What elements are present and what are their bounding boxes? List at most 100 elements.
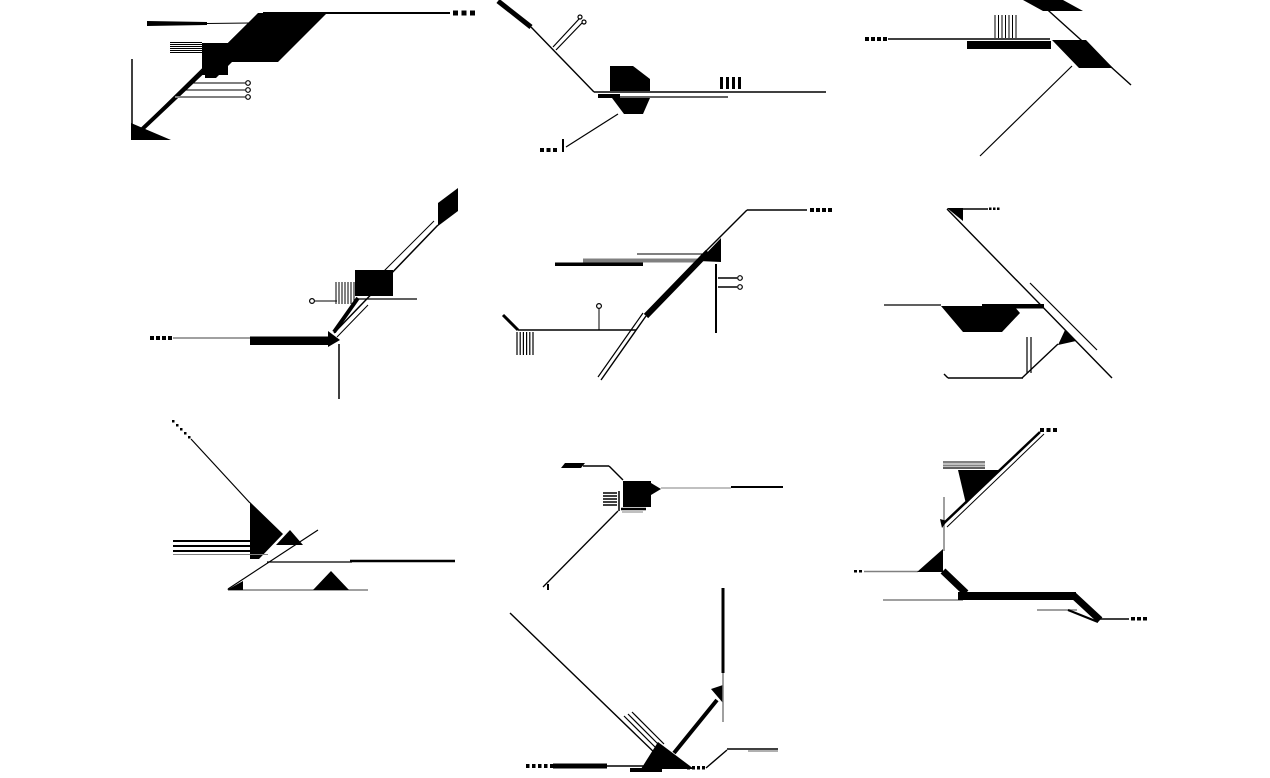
circuit-ornament-bottom-middle-shape bbox=[608, 465, 624, 481]
circuit-ornament-bottom-center-shape bbox=[509, 612, 660, 758]
circuit-ornament-mid-left-shape bbox=[250, 336, 328, 345]
circuit-ornament-top-middle bbox=[496, 0, 826, 152]
circuit-ornament-bottom-center-shape bbox=[623, 715, 657, 749]
circuit-ornament-bottom-right-shape bbox=[1046, 428, 1051, 432]
circuit-ornament-bottom-center-shape bbox=[544, 764, 548, 768]
circuit-ornament-bottom-right-shape bbox=[1131, 617, 1135, 621]
circuit-ornament-bottom-left-shape bbox=[176, 424, 179, 427]
circuit-ornament-top-middle-shape bbox=[546, 148, 551, 152]
circuit-ornament-top-middle-shape bbox=[610, 66, 650, 91]
circuit-ornament-top-middle-shape bbox=[565, 113, 619, 148]
circuit-ornament-top-middle-shape bbox=[555, 22, 583, 51]
circuit-ornament-mid-middle-shape bbox=[600, 315, 647, 381]
circuit-ornament-bottom-center-shape bbox=[627, 713, 661, 747]
circuit-ornament-bottom-right-shape bbox=[958, 470, 1000, 504]
circuit-ornament-top-middle-shape bbox=[553, 148, 557, 152]
circuit-ornament-top-left-shape bbox=[134, 64, 211, 137]
circuit-ornament-bottom-middle-shape bbox=[651, 483, 661, 495]
circuit-ornament-mid-middle-shape bbox=[700, 209, 748, 257]
circuit-ornament-bottom-right-shape bbox=[859, 570, 862, 573]
circuit-ornament-mid-left-shape bbox=[328, 331, 340, 347]
circuit-ornament-bottom-center bbox=[509, 588, 778, 772]
circuit-ornament-top-left-shape bbox=[245, 80, 251, 86]
circuit-ornament-bottom-center-shape bbox=[538, 764, 542, 768]
circuit-ornament-top-middle-shape bbox=[612, 98, 650, 114]
circuit-ornament-mid-middle-shape bbox=[555, 262, 643, 266]
circuit-ornament-bottom-right-shape bbox=[940, 568, 969, 596]
circuit-ornament-bottom-right-shape bbox=[1070, 592, 1103, 623]
circuit-ornament-top-left-shape bbox=[209, 13, 327, 62]
circuit-ornament-bottom-left bbox=[172, 420, 455, 591]
circuit-ornament-mid-left-shape bbox=[336, 304, 369, 338]
circuit-ornament-top-right-shape bbox=[967, 41, 1051, 49]
circuit-ornament-mid-left-shape bbox=[162, 336, 166, 340]
circuit-ornament-top-left-shape bbox=[245, 87, 251, 93]
circuit-ornament-bottom-left-shape bbox=[190, 438, 251, 504]
circuit-ornament-mid-middle-shape bbox=[737, 284, 743, 290]
circuit-ornament-bottom-right-shape bbox=[946, 433, 1045, 528]
circuit-ornament-top-left-shape bbox=[249, 12, 265, 24]
circuit-ornament-bottom-center-shape bbox=[711, 685, 723, 703]
circuit-ornament-mid-middle-shape bbox=[816, 208, 820, 212]
circuit-ornament-top-right-shape bbox=[1023, 0, 1083, 11]
circuit-ornament-bottom-left-shape bbox=[172, 420, 175, 423]
circuit-ornament-mid-left-shape bbox=[355, 270, 393, 296]
circuit-ornament-top-middle-shape bbox=[726, 77, 729, 89]
circuit-ornament-mid-right-shape bbox=[982, 304, 1044, 309]
circuit-ornament-mid-left-shape bbox=[150, 336, 154, 340]
circuit-ornament-bottom-center-shape bbox=[631, 711, 665, 745]
circuit-ornament-mid-right-shape bbox=[1021, 343, 1059, 379]
circuit-ornament-mid-left bbox=[150, 188, 458, 399]
circuit-ornament-top-right-shape bbox=[883, 37, 887, 41]
circuit-ornament-top-right-shape bbox=[865, 37, 869, 41]
circuit-ornament-top-right-shape bbox=[877, 37, 881, 41]
circuit-ornament-top-middle-shape bbox=[552, 18, 580, 48]
circuit-ornament-bottom-right-shape bbox=[854, 570, 857, 573]
circuit-ornament-bottom-center-shape bbox=[692, 766, 695, 770]
circuit-ornament-top-middle-shape bbox=[577, 14, 583, 20]
circuit-ornament-mid-middle bbox=[501, 208, 832, 381]
circuit-ornament-top-middle-shape bbox=[581, 19, 587, 25]
circuit-ornament-mid-middle-shape bbox=[595, 303, 602, 310]
circuit-ornament-mid-middle-shape bbox=[822, 208, 826, 212]
circuit-ornament-top-middle-shape bbox=[720, 77, 723, 89]
circuit-ornament-bottom-left-shape bbox=[276, 530, 303, 545]
circuit-ornament-mid-right-shape bbox=[997, 207, 1000, 210]
circuit-ornament-bottom-middle bbox=[542, 463, 783, 590]
circuit-ornament-top-middle-shape bbox=[540, 148, 544, 152]
circuit-ornament-mid-right-shape bbox=[989, 207, 992, 210]
circuit-ornament-top-middle-shape bbox=[738, 77, 741, 89]
circuit-ornament-bottom-right-shape bbox=[943, 461, 985, 464]
circuit-ornament-bottom-right-shape bbox=[1137, 617, 1141, 621]
circuit-ornament-top-right-shape bbox=[871, 37, 875, 41]
circuit-ornament-bottom-left-shape bbox=[227, 581, 243, 590]
circuit-ornament-bottom-center-shape bbox=[702, 766, 705, 770]
circuit-ornament-top-left-shape bbox=[245, 94, 251, 100]
circuit-ornament-bottom-right-shape bbox=[943, 464, 985, 467]
circuit-ornament-top-left-shape bbox=[131, 123, 171, 140]
circuit-ornament-bottom-right-shape bbox=[958, 592, 1076, 600]
circuit-ornament-bottom-right-shape bbox=[1040, 428, 1044, 432]
circuit-ornament-bottom-right bbox=[854, 428, 1147, 624]
circuit-ornament-bottom-center-shape bbox=[672, 698, 719, 755]
circuit-ornament-top-left-shape bbox=[461, 10, 467, 16]
circuit-ornament-mid-middle-shape bbox=[643, 249, 711, 319]
circuit-ornament-mid-middle-shape bbox=[737, 275, 743, 281]
circuit-ornament-bottom-center-shape bbox=[526, 764, 530, 768]
circuit-ornament-mid-middle-shape bbox=[828, 208, 832, 212]
circuit-ornament-top-left bbox=[131, 10, 475, 140]
circuit-ornament-bottom-center-shape bbox=[641, 742, 694, 769]
circuit-ornament-top-middle-shape bbox=[732, 77, 735, 89]
circuit-ornament-mid-middle-shape bbox=[597, 312, 644, 378]
circuit-ornament-bottom-left-shape bbox=[250, 502, 283, 559]
circuit-ornament-bottom-center-shape bbox=[697, 766, 700, 770]
circuit-ornament-bottom-middle-shape bbox=[542, 510, 619, 588]
circuit-ornament-mid-right bbox=[884, 207, 1113, 379]
circuit-ornament-top-middle-shape bbox=[496, 0, 533, 29]
circuit-ornament-bottom-right-shape bbox=[1143, 617, 1147, 621]
circuit-ornament-mid-left-shape bbox=[168, 336, 172, 340]
circuit-ornament-top-middle-shape bbox=[530, 26, 595, 93]
circuit-ornament-bottom-right-shape bbox=[1067, 608, 1099, 624]
